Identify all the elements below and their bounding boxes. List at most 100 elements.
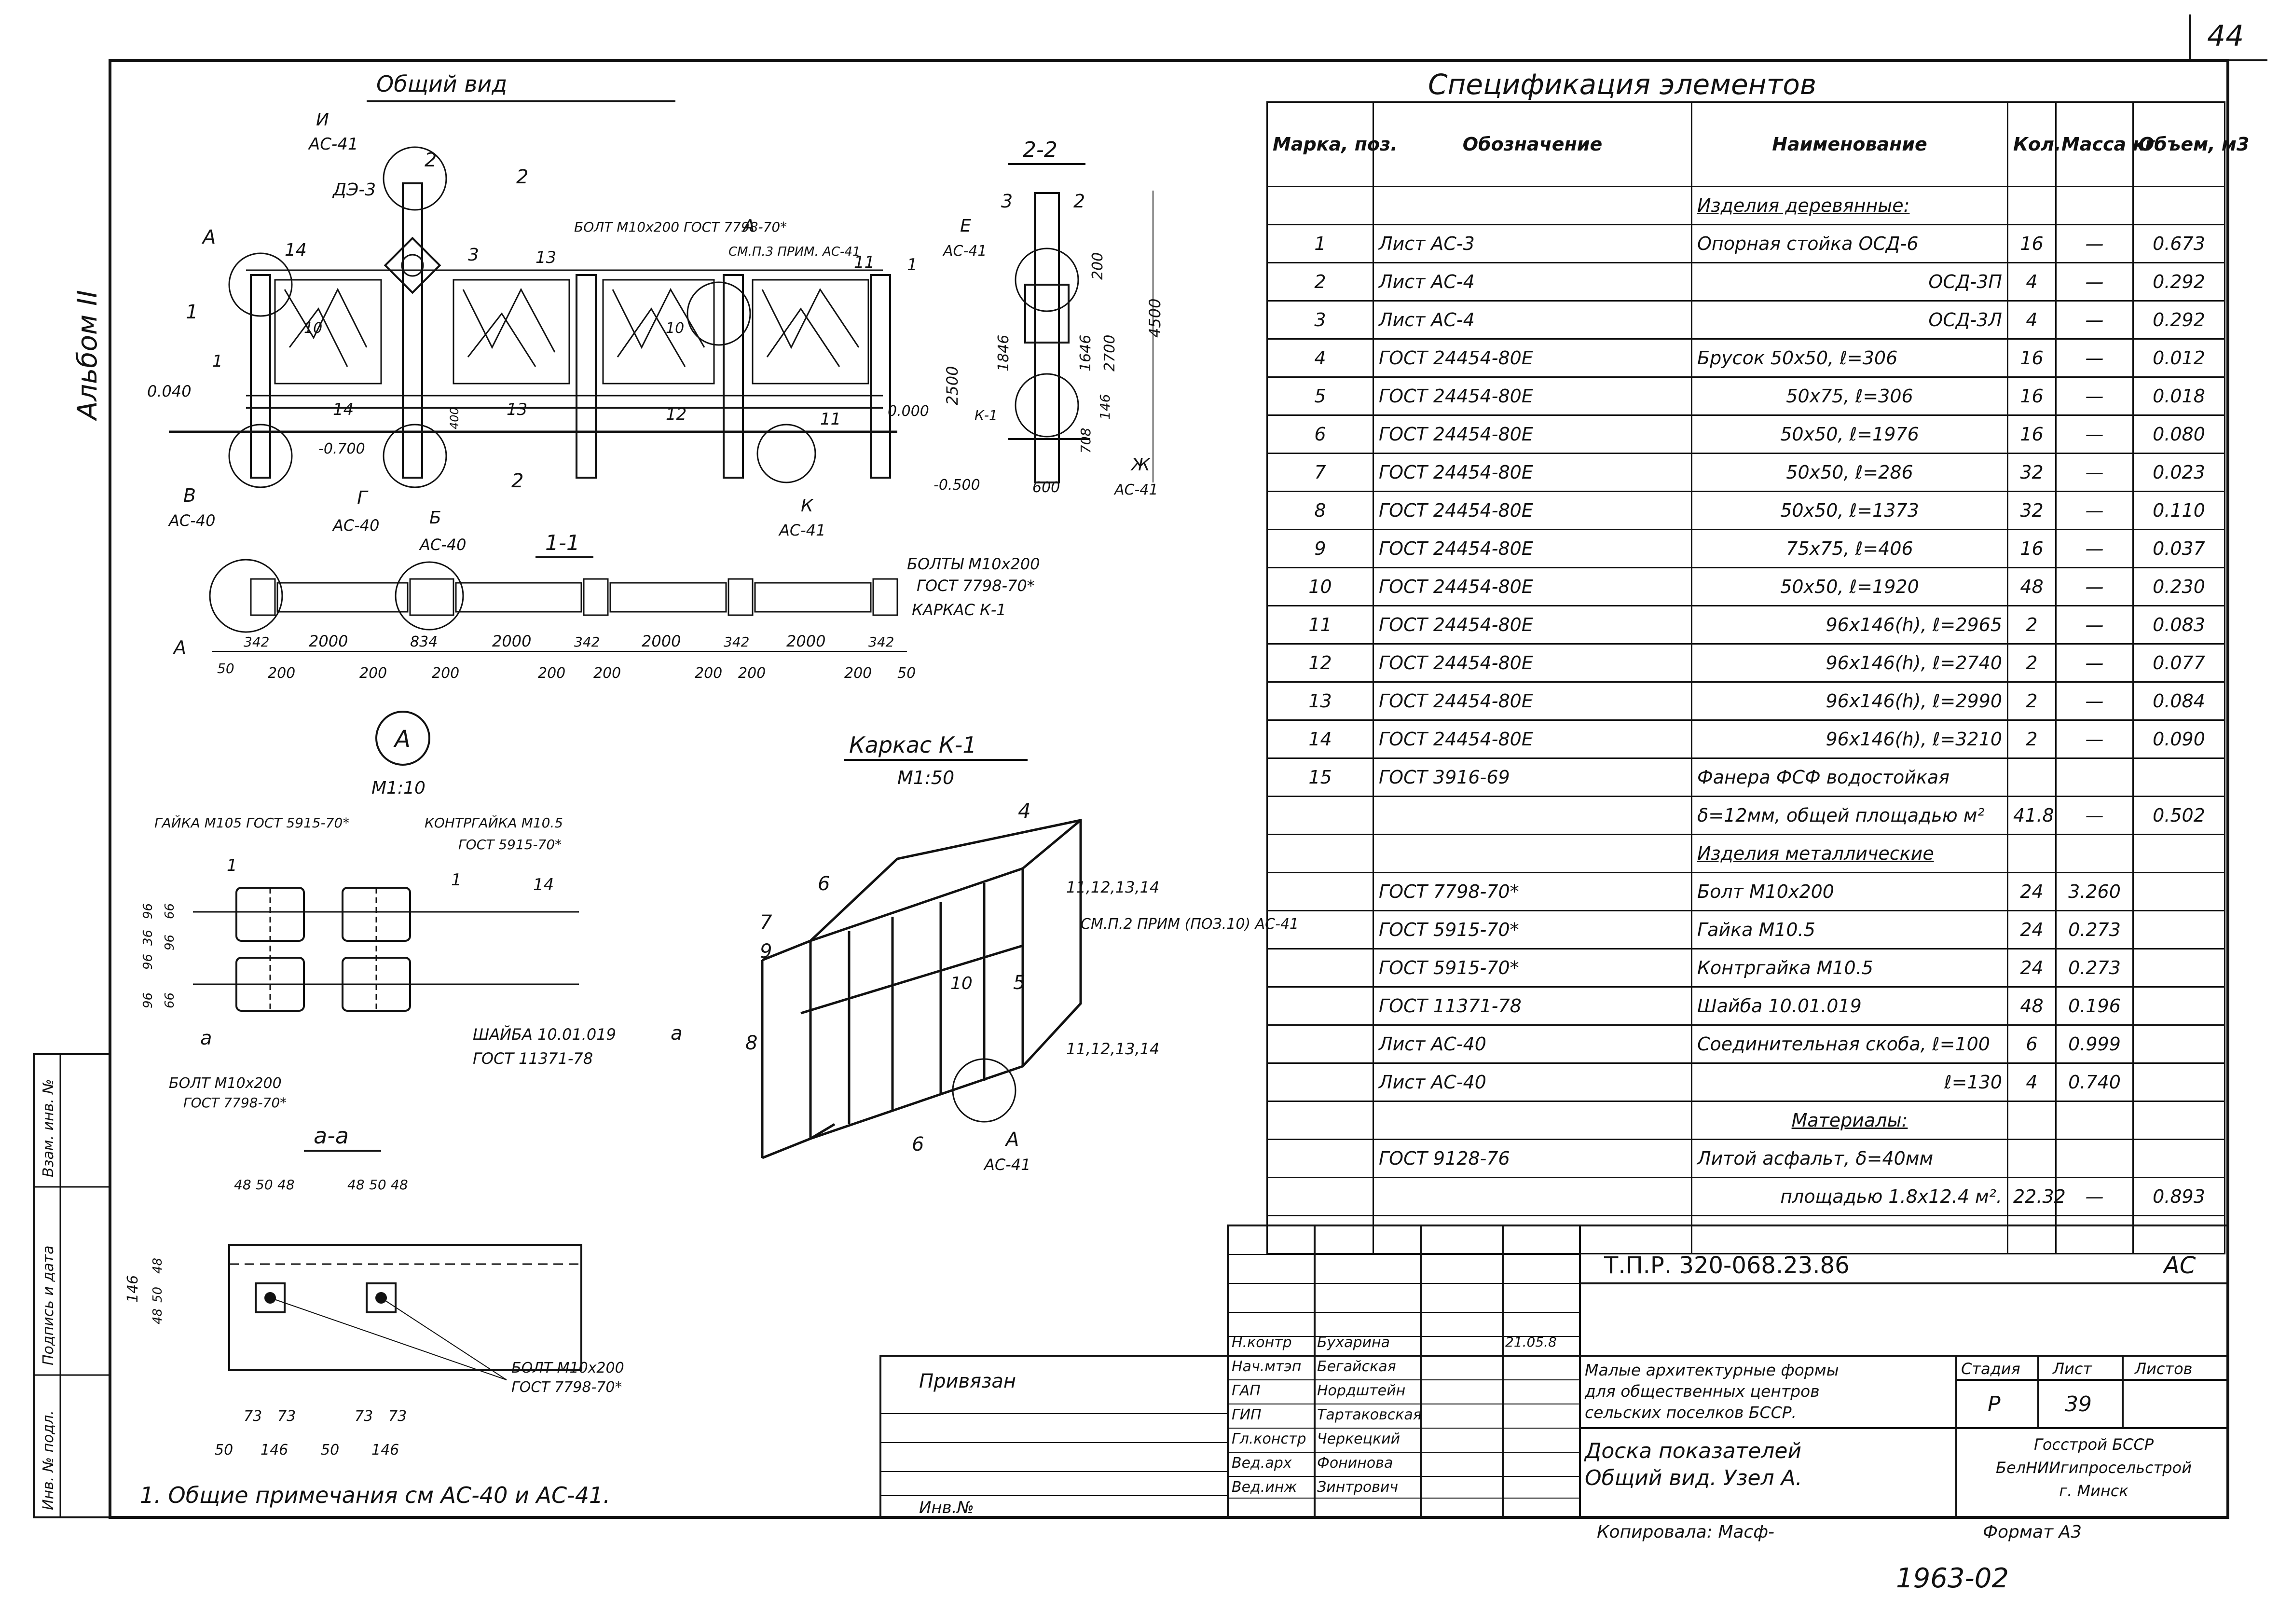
spec-header-row: Марка, поз. Обозначение Наименование Кол…: [1266, 101, 2249, 187]
copied-by: Копировала: Масф-: [1597, 1522, 1774, 1542]
pos-12: 12: [666, 405, 686, 424]
s22-label-E-ref: АС-41: [942, 243, 987, 260]
dim-400: 400: [448, 407, 461, 429]
tb-privyazan: Привязан: [919, 1370, 1016, 1392]
aa-dim-48b: 48: [277, 1177, 295, 1193]
spec-cell-name: ОСД-3Л: [1691, 300, 2008, 340]
node-A-pos-14: 14: [533, 875, 554, 895]
general-note: 1. Общие примечания см АС-40 и АС-41.: [140, 1482, 610, 1508]
spec-cell-code: ГОСТ 24454-80Е: [1373, 529, 1692, 568]
spec-cell-name: Контргайка М10.5: [1691, 948, 2008, 988]
spec-cell-qty: 41.8: [2007, 796, 2057, 835]
aa-dim-50c: 50: [151, 1287, 165, 1303]
spec-row: площадью 1.8х12.4 м².22.32—0.893: [1266, 1177, 2225, 1216]
panel-1: [274, 279, 382, 385]
pos-10a: 10: [304, 320, 322, 337]
frame-K1-label-10: 10: [950, 974, 973, 993]
spec-cell-mass: 0.196: [2055, 986, 2134, 1026]
section-aa-title: а-а: [314, 1123, 349, 1149]
spec-cell-qty: [2007, 834, 2057, 873]
spec-cell-mass: —: [2055, 491, 2134, 530]
spec-cell-mark: 12: [1266, 643, 1374, 683]
frame-K1-label-8: 8: [745, 1032, 757, 1054]
pos-13a: 13: [535, 248, 556, 267]
spec-cell-mass: [2055, 834, 2134, 873]
spec-cell-mark: 2: [1266, 262, 1374, 302]
title-block-grid: [879, 1225, 2229, 1518]
spec-cell-code: ГОСТ 24454-80Е: [1373, 567, 1692, 606]
spec-header-mark: Марка, поз.: [1266, 101, 1398, 187]
section-1-mark-left: 1: [186, 301, 198, 323]
section-2-mark-top: 2: [516, 166, 528, 188]
spec-cell-vol: [2132, 186, 2225, 225]
spec-cell-code: ГОСТ 24454-80Е: [1373, 338, 1692, 378]
tb-drawing-title-2: Общий вид. Узел А.: [1585, 1466, 1802, 1490]
spec-cell-code: ГОСТ 24454-80Е: [1373, 376, 1692, 416]
spec-header-code: Обозначение: [1373, 101, 1692, 187]
frame-K1-label-7: 7: [760, 911, 772, 934]
tb-project-line-1: Малые архитектурные формы: [1585, 1361, 1839, 1379]
s11-dim-200e: 200: [593, 665, 621, 682]
spec-cell-mass: [2055, 186, 2134, 225]
spec-cell-mark: 13: [1266, 681, 1374, 721]
frame-K1: Каркас К-1 М1:50 4 6 7 9 8 6 5 10 11,12,…: [745, 732, 1299, 1174]
tb-role-name: Тартаковская: [1317, 1406, 1422, 1423]
spec-cell-code: ГОСТ 24454-80Е: [1373, 719, 1692, 759]
a1-label: А: [742, 216, 755, 236]
spec-cell-code: Лист АС-4: [1373, 262, 1692, 302]
aa-dim-73a: 73: [244, 1408, 262, 1425]
s11-dim-200a: 200: [268, 665, 295, 682]
aa-dim-48c: 48: [347, 1177, 365, 1193]
post-5: [870, 274, 891, 479]
tb-org-2: БелНИИгипросельстрой: [1996, 1459, 2192, 1477]
spec-cell-mass: —: [2055, 224, 2134, 263]
s22-dim-708: 708: [1078, 428, 1094, 454]
tb-project-name: Малые архитектурные формы для общественн…: [1585, 1360, 1951, 1423]
spec-cell-vol: 0.083: [2132, 605, 2225, 645]
callout-A1-circle: [686, 281, 751, 346]
left-stamp-sign: Подпись и дата: [40, 1246, 57, 1366]
spec-cell-qty: [2007, 186, 2057, 225]
spec-cell-qty: 24: [2007, 910, 2057, 950]
tb-privyazan: [879, 1355, 1229, 1518]
node-A-dim-96a: 96: [141, 903, 155, 919]
post-4: [723, 274, 744, 479]
pos-3: 3: [468, 245, 479, 265]
spec-cell-qty: 32: [2007, 491, 2057, 530]
s11-panel-4: [754, 582, 872, 613]
panels: [274, 279, 869, 385]
spec-cell-mark: [1266, 1024, 1374, 1064]
spec-cell-name: [1691, 1215, 2008, 1254]
spec-cell-qty: 6: [2007, 1024, 2057, 1064]
spec-cell-mass: —: [2055, 796, 2134, 835]
spec-cell-mark: [1266, 834, 1374, 873]
s11-post-1: [250, 578, 276, 616]
aa-dim-50e: 50: [321, 1442, 339, 1459]
spec-cell-name: ℓ=130: [1691, 1062, 2008, 1102]
spec-cell-mark: [1266, 910, 1374, 950]
callout-G-label: Г: [357, 487, 369, 509]
spec-cell-mark: [1266, 1139, 1374, 1178]
archive-number: 1963-02: [1896, 1563, 2009, 1594]
tb-role-name: Бегайская: [1317, 1358, 1396, 1375]
callout-Zh-circle: [1015, 373, 1079, 438]
spec-cell-mass: —: [2055, 719, 2134, 759]
node-A-dim-36: 36: [141, 930, 155, 946]
spec-cell-mass: 0.273: [2055, 948, 2134, 988]
spec-cell-vol: [2132, 872, 2225, 911]
spec-cell-mass: 0.999: [2055, 1024, 2134, 1064]
tb-drawing-title: Доска показателей Общий вид. Узел А.: [1585, 1438, 1802, 1492]
spec-cell-name: 96х146(h), ℓ=2965: [1691, 605, 2008, 645]
a1-ref: СМ.П.3 ПРИМ. АС-41: [728, 245, 861, 259]
spec-cell-qty: [2007, 1101, 2057, 1140]
spec-cell-mark: 14: [1266, 719, 1374, 759]
spec-cell-vol: 0.090: [2132, 719, 2225, 759]
spec-cell-name: 50х50, ℓ=1920: [1691, 567, 2008, 606]
spec-cell-code: Лист АС-40: [1373, 1062, 1692, 1102]
s11-post-3: [583, 578, 609, 616]
node-A-pos-1a: 1: [227, 856, 237, 875]
spec-cell-vol: 0.292: [2132, 262, 2225, 302]
